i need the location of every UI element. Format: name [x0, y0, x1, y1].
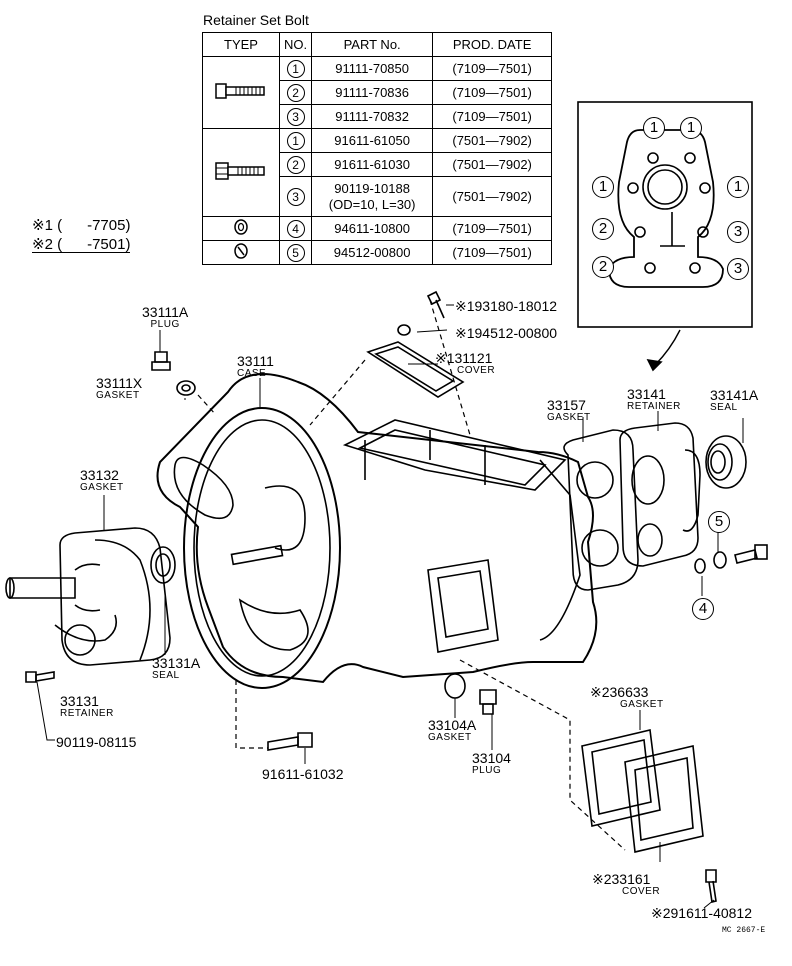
prod-date: (7109—7501)	[432, 56, 553, 81]
label-91611-61032: 91611-61032	[262, 766, 344, 782]
table-title: Retainer Set Bolt	[203, 12, 309, 28]
table-row: 1 91111-70850 (7109—7501)	[202, 56, 553, 129]
row-no: 1	[286, 131, 305, 150]
table-row: 2 91111-70836 (7109—7501)	[203, 80, 553, 105]
prod-date: (7501—7902)	[432, 152, 553, 177]
row-no: 4	[286, 219, 305, 238]
header-part: PART No.	[311, 32, 434, 57]
header-no: NO.	[278, 32, 313, 57]
row-no: 2	[286, 83, 305, 102]
row-no: 5	[286, 243, 305, 262]
callout-4: 4	[692, 598, 714, 620]
table-row: 1 91611-61050 (7501—7902)	[202, 128, 553, 217]
detail-callout-1b: 1	[680, 117, 702, 139]
row-no: 1	[286, 59, 305, 78]
part-number: 90119-10188	[334, 180, 410, 196]
part-number: 94512-00800	[311, 240, 434, 265]
callout-5: 5	[708, 511, 730, 533]
detail-callout-1c: 1	[592, 176, 614, 198]
bolt-type-b-icon	[202, 128, 280, 217]
detail-callout-1d: 1	[727, 176, 749, 198]
table-row: 3 91111-70832 (7109—7501)	[203, 104, 553, 129]
note-1: ※1 ( -7705)	[32, 217, 131, 234]
label-94512-00800: ※194512-00800	[455, 325, 558, 341]
label-93180-18012: ※193180-18012	[455, 298, 558, 314]
detail-callout-3b: 3	[727, 258, 749, 280]
row-no: 3	[286, 187, 305, 206]
spring-washer-icon	[202, 216, 280, 241]
note-2: ※2 ( -7501)	[32, 236, 131, 253]
row-no: 3	[286, 107, 305, 126]
drawing-code: MC 2667-E	[722, 926, 766, 935]
detail-callout-1a: 1	[643, 117, 665, 139]
header-date: PROD. DATE	[432, 32, 553, 57]
lock-washer-icon	[202, 240, 280, 265]
detail-callout-2a: 2	[592, 218, 614, 240]
label-91611-40812: ※291611-40812	[651, 905, 753, 921]
label-90119-08115: 90119-08115	[56, 734, 137, 750]
part-number: 91111-70832	[311, 104, 434, 129]
header-type: TYEP	[202, 32, 280, 57]
table-row: 2 91611-61030 (7501—7902)	[203, 152, 553, 177]
prod-date: (7109—7501)	[432, 80, 553, 105]
prod-date: (7109—7501)	[432, 240, 553, 265]
table-header-row: TYEP NO. PART No. PROD. DATE	[202, 32, 553, 57]
part-spec: (OD=10, L=30)	[328, 196, 416, 212]
part-number: 91111-70850	[311, 56, 434, 81]
part-number: 91611-61030	[311, 152, 434, 177]
prod-date: (7501—7902)	[432, 128, 553, 153]
retainer-bolt-table: TYEP NO. PART No. PROD. DATE 1 91111-708…	[202, 32, 553, 265]
detail-box	[577, 101, 753, 328]
row-no: 2	[286, 155, 305, 174]
prod-date: (7109—7501)	[432, 216, 553, 241]
prod-date: (7109—7501)	[432, 104, 553, 129]
detail-callout-2b: 2	[592, 256, 614, 278]
table-row: 5 94512-00800 (7109—7501)	[202, 240, 553, 265]
table-row: 3 90119-10188 (OD=10, L=30) (7501—7902)	[203, 176, 553, 217]
detail-callout-3a: 3	[727, 221, 749, 243]
